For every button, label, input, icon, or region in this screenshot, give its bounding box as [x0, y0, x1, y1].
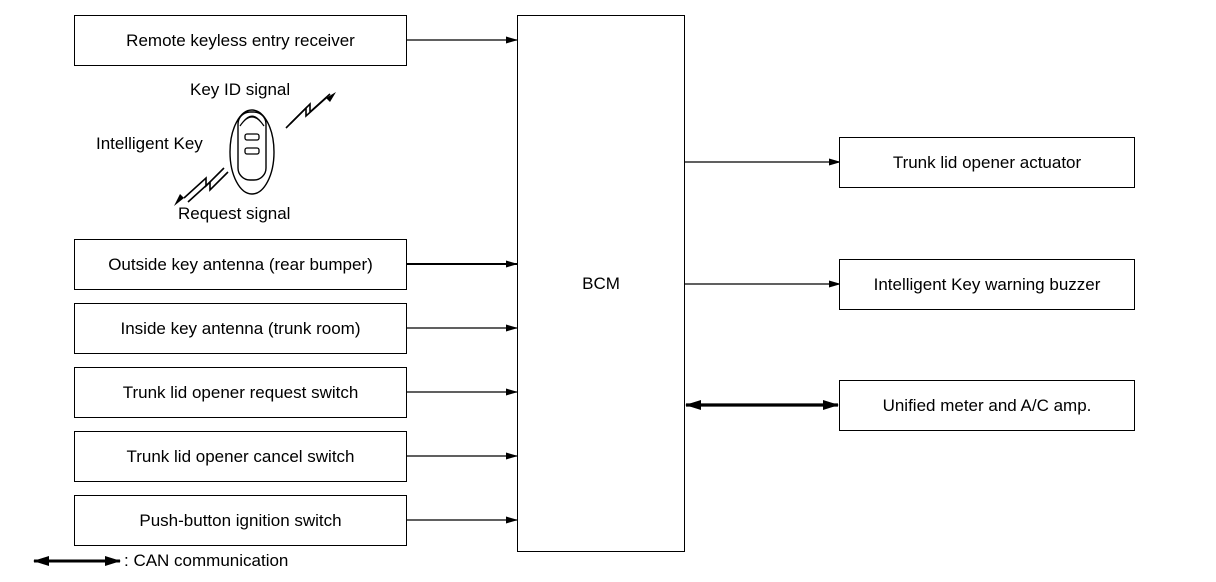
intelligent-key-warning-buzzer-label: Intelligent Key warning buzzer: [873, 274, 1101, 294]
trunk-lid-opener-request-switch-label: Trunk lid opener request switch: [122, 382, 359, 402]
push-button-ignition-switch-label: Push-button ignition switch: [139, 510, 342, 530]
intelligent-key-warning-buzzer-box: Intelligent Key warning buzzer: [839, 259, 1135, 310]
bcm-box: BCM: [517, 15, 685, 552]
trunk-lid-opener-actuator-label: Trunk lid opener actuator: [892, 152, 1082, 172]
request-signal-label: Request signal: [178, 204, 291, 223]
inside-key-antenna-label: Inside key antenna (trunk room): [120, 318, 361, 338]
push-button-ignition-switch-box: Push-button ignition switch: [74, 495, 407, 546]
bcm-label: BCM: [582, 273, 620, 293]
trunk-lid-opener-cancel-switch-box: Trunk lid opener cancel switch: [74, 431, 407, 482]
trunk-lid-opener-cancel-switch-label: Trunk lid opener cancel switch: [126, 446, 355, 466]
intelligent-key-icon: [229, 109, 275, 195]
trunk-lid-opener-request-switch-box: Trunk lid opener request switch: [74, 367, 407, 418]
intelligent-key-label: Intelligent Key: [96, 134, 203, 153]
legend-can-communication-label: : CAN communication: [124, 551, 289, 570]
remote-keyless-entry-receiver-box: Remote keyless entry receiver: [74, 15, 407, 66]
unified-meter-label: Unified meter and A/C amp.: [882, 395, 1092, 415]
outside-key-antenna-box: Outside key antenna (rear bumper): [74, 239, 407, 290]
remote-keyless-entry-receiver-label: Remote keyless entry receiver: [126, 30, 355, 50]
outside-key-antenna-label: Outside key antenna (rear bumper): [108, 254, 373, 274]
request-signal-icon: [174, 167, 229, 206]
trunk-lid-opener-actuator-box: Trunk lid opener actuator: [839, 137, 1135, 188]
key-id-signal-icon: [285, 92, 336, 129]
inside-key-antenna-box: Inside key antenna (trunk room): [74, 303, 407, 354]
key-id-signal-label: Key ID signal: [190, 80, 291, 99]
unified-meter-box: Unified meter and A/C amp.: [839, 380, 1135, 431]
